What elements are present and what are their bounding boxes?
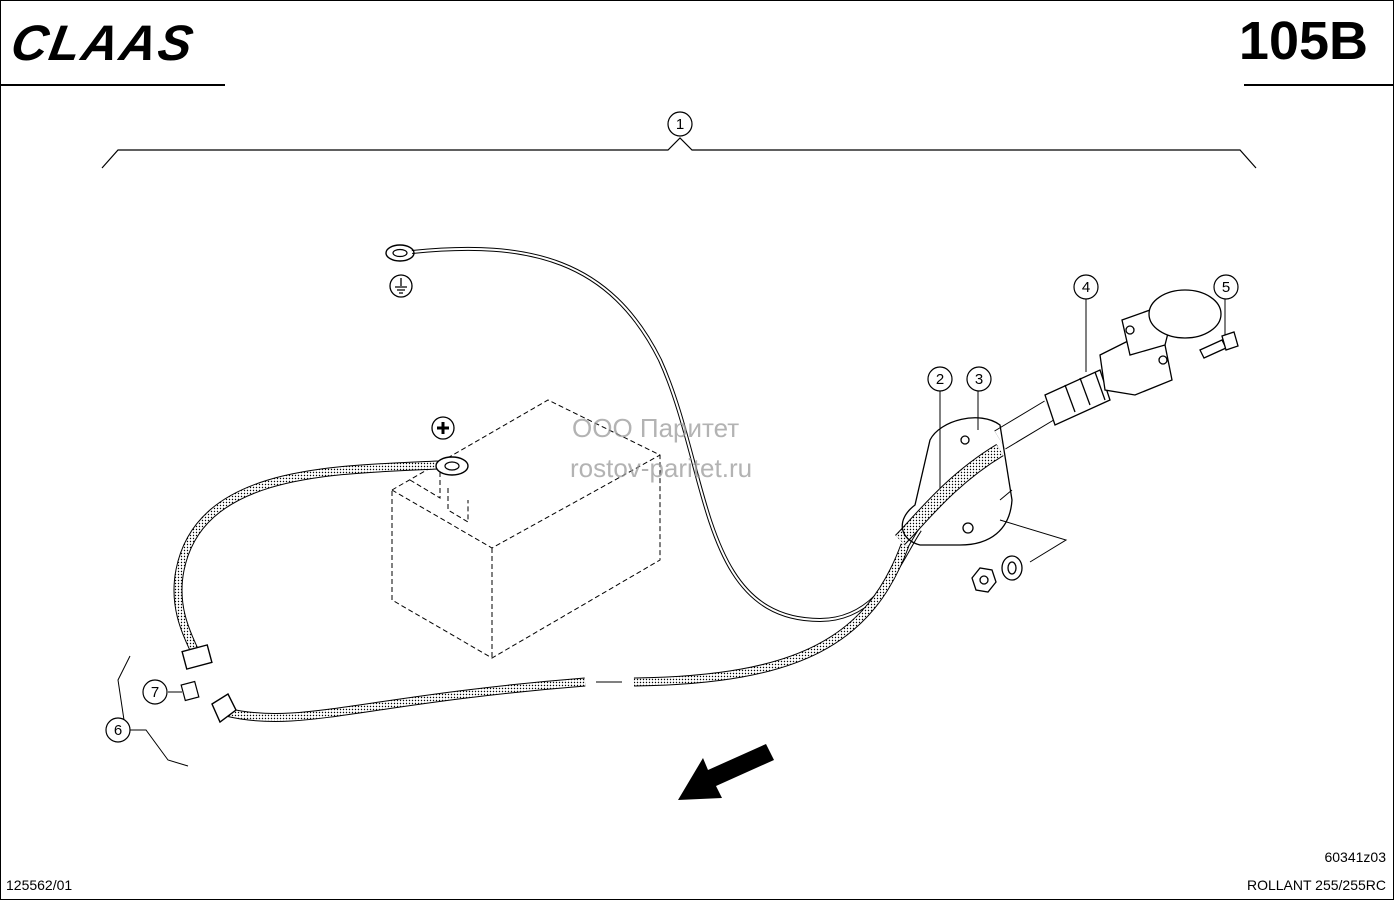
callout-6-circle: [105, 717, 131, 743]
callout-3-circle: [966, 366, 992, 392]
callout-1-circle: [667, 111, 693, 137]
model-name: ROLLANT 255/255RC: [1246, 877, 1386, 893]
callout-4: 4: [1082, 279, 1090, 296]
header-rule-left: [0, 84, 225, 86]
callout-4-circle: [1073, 274, 1099, 300]
callout-labels: 1 2 3 4 5 6 7: [114, 116, 1230, 739]
contact-pin: [180, 680, 200, 702]
positive-terminal-icon: [431, 416, 455, 440]
callout-2: 2: [936, 371, 944, 388]
doc-number: 125562/01: [6, 877, 73, 893]
direction-arrow: [678, 744, 774, 800]
leader-lines: [117, 299, 1226, 767]
positive-cable: [173, 456, 469, 670]
drawing-code: 60341z03: [1324, 849, 1386, 865]
nut-and-washer: [971, 489, 1068, 593]
callout-circles: [105, 111, 1239, 743]
page-code: 105B: [1238, 11, 1368, 71]
callout-1: 1: [676, 116, 684, 133]
mounting-plate: [901, 417, 1013, 546]
harness-trunk: [895, 400, 1056, 545]
lower-cable: [211, 543, 910, 724]
callout-5-circle: [1213, 274, 1239, 300]
callout-6: 6: [114, 722, 122, 739]
callout-7-circle: [142, 679, 168, 705]
callout-5: 5: [1222, 279, 1230, 296]
header-rule-right: [1244, 84, 1394, 86]
assembly-bracket: [101, 137, 1257, 169]
watermark-company: ООО Паритет: [572, 413, 740, 443]
ground-icon: [389, 274, 413, 298]
callout-3: 3: [975, 371, 983, 388]
screw: [1199, 331, 1239, 359]
battery-outline: [391, 399, 661, 659]
connector-socket: [1044, 289, 1222, 426]
callout-7: 7: [151, 684, 159, 701]
callout-2-circle: [927, 366, 953, 392]
watermark-site: rostov-paritet.ru: [570, 453, 753, 483]
